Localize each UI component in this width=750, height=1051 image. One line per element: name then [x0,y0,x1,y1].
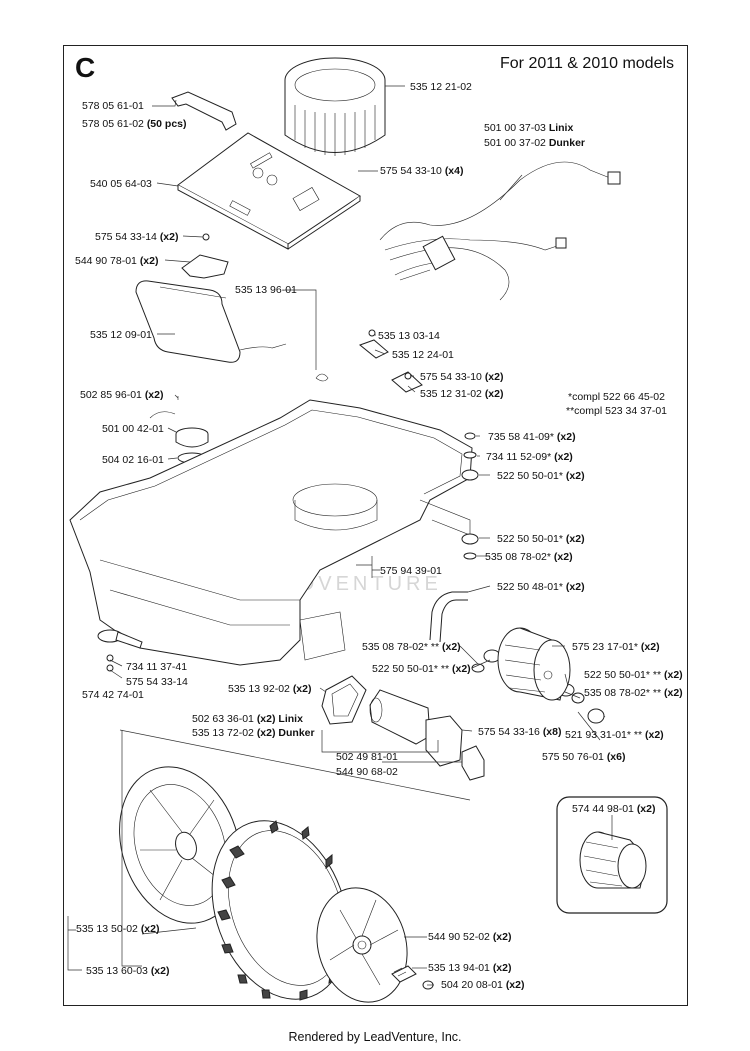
callout-label: 504 02 16-01 [102,454,164,466]
callout-label: 574 42 74-01 [82,689,144,701]
callout-label: 502 63 36-01 (x2) Linix [192,713,303,725]
small-bracket-parts [315,329,423,393]
footer-credit: Rendered by LeadVenture, Inc. [288,1030,462,1044]
callout-label: 574 44 98-01 (x2) [572,803,656,815]
battery-clip-part [181,233,229,279]
compl-note: *compl 522 66 45-02 [568,391,665,403]
callout-label: 540 05 64-03 [90,178,152,190]
callout-label: 535 12 31-02 (x2) [420,388,504,400]
callout-label: 575 23 17-01* (x2) [572,641,660,653]
wire-harness-part [379,161,621,301]
callout-label: 535 08 78-02* ** (x2) [584,687,683,699]
callout-label: 502 49 81-01 [336,751,398,763]
wheel-screw-part [391,965,434,990]
callout-label: 535 12 21-02 [410,81,472,93]
motor-gasket-part [321,675,367,725]
callout-label: 535 12 09-01 [90,329,152,341]
axle-shaft-part [429,591,468,643]
callout-label: 575 54 33-10 (x4) [380,165,464,177]
drive-motor-part [369,689,463,767]
callout-label: 504 20 08-01 (x2) [441,979,525,991]
callout-label: 501 00 37-02 Dunker [484,137,585,149]
drive-hub-part [497,627,571,701]
cable-clip-part [97,629,143,672]
gearbox-part [461,745,485,781]
callout-label: 535 13 50-02 (x2) [76,923,160,935]
callout-label: 535 13 72-02 (x2) Dunker [192,727,315,739]
callout-label: 502 85 96-01 (x2) [80,389,164,401]
callout-label: 535 13 96-01 [235,284,297,296]
callout-label: 575 54 33-16 (x8) [478,726,562,738]
callout-label: 522 50 50-01* (x2) [497,470,585,482]
models-title: For 2011 & 2010 models [500,55,675,72]
callout-label: 522 50 50-01* (x2) [497,533,585,545]
inset-box [556,796,668,914]
callout-label: 535 08 78-02* ** (x2) [362,641,461,653]
wheel-tire-part [211,820,349,1001]
cover-ring-part [284,57,386,156]
callout-label: 535 13 60-03 (x2) [86,965,170,977]
callout-label: 535 13 03-14 [378,330,440,342]
callout-label: 522 50 48-01* (x2) [497,581,585,593]
callout-label: 575 54 33-14 (x2) [95,231,179,243]
circuit-board-part [177,132,361,250]
callout-label: 522 50 50-01* ** (x2) [372,663,471,675]
callout-label: 735 58 41-09* (x2) [488,431,576,443]
leader-lines [67,85,613,986]
battery-pack-part [135,280,287,363]
callout-label: 501 00 42-01 [102,423,164,435]
callout-label: 522 50 50-01* ** (x2) [584,669,683,681]
callout-label: 578 05 61-02 (50 pcs) [82,118,187,130]
compl-note: **compl 523 34 37-01 [566,405,667,417]
callout-label: 734 11 37-41 [126,661,187,673]
section-letter: C [75,52,96,83]
callout-label: 734 11 52-09* (x2) [486,451,573,463]
callout-label: 521 93 31-01* ** (x2) [565,729,664,741]
callout-label: 575 54 33-14 [126,676,188,688]
callout-label: 544 90 68-02 [336,766,398,778]
bracket-part [171,91,237,131]
wheel-rim-part [119,766,241,924]
chassis-body-part [69,399,473,666]
callout-label: 578 05 61-01 [82,100,144,112]
callout-label: 535 12 24-01 [392,349,454,361]
callout-label: 544 90 52-02 (x2) [428,931,512,943]
callout-label: 501 00 37-03 Linix [484,122,573,134]
diagram-frame [63,45,688,1006]
callout-label: 575 50 76-01 (x6) [542,751,626,763]
callout-label: 575 54 33-10 (x2) [420,371,504,383]
callout-label: 535 13 92-02 (x2) [228,683,312,695]
callout-label: 535 13 94-01 (x2) [428,962,512,974]
callout-label: 535 08 78-02* (x2) [485,551,573,563]
hub-cap-part [316,887,408,1003]
callout-label: 544 90 78-01 (x2) [75,255,159,267]
part-labels: 578 05 61-01 578 05 61-02 (50 pcs) 540 0… [75,81,683,991]
callout-label: 575 94 39-01 [380,565,442,577]
